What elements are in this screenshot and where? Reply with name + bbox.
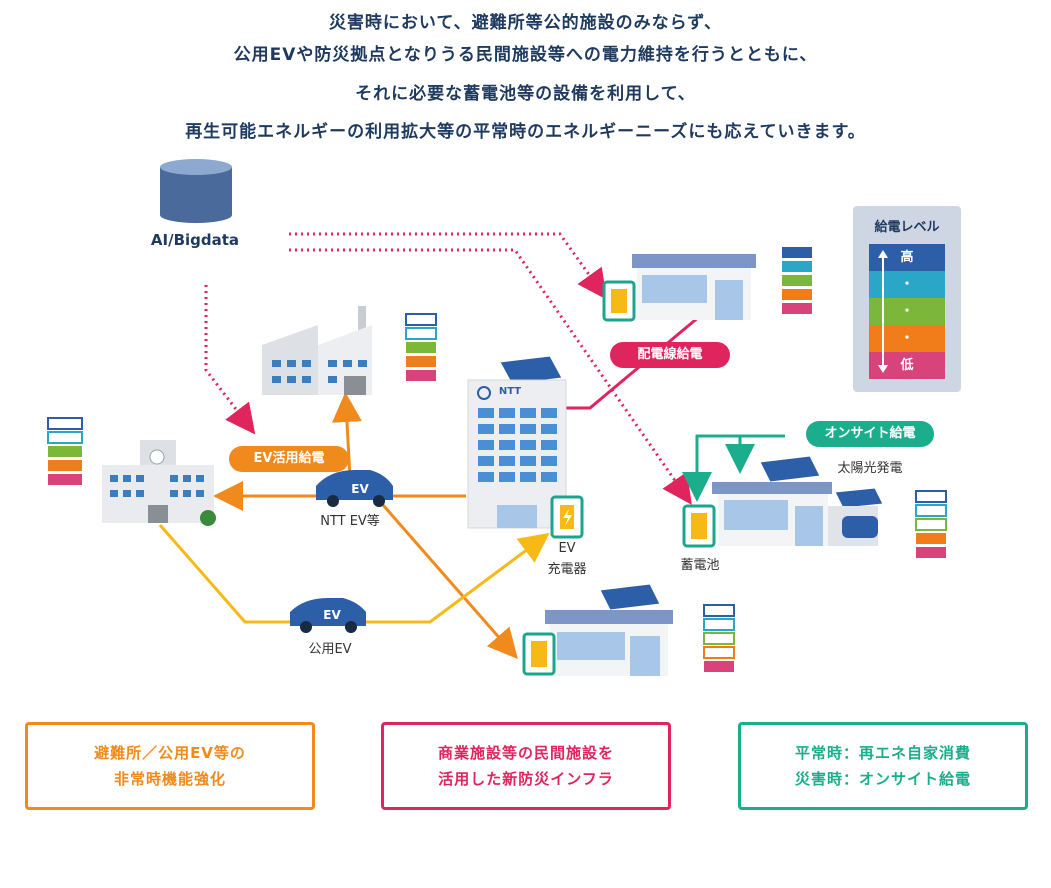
grid-supply-pill: 配電線給電 xyxy=(610,342,730,368)
factory-icon xyxy=(262,306,372,395)
box-onsite: 平常時：再エネ自家消費 災害時：オンサイト給電 xyxy=(738,722,1028,810)
public-ev-label: 公用EV xyxy=(308,642,352,657)
battery-level-school xyxy=(47,417,83,485)
header-line-4: 再生可能エネルギーの利用拡大等の平常時のエネルギーニーズにも応えていきます。 xyxy=(185,122,866,142)
level-legend-panel: 給電レベル 高 ・ ・ ・ 低 xyxy=(853,206,961,392)
box-commercial: 商業施設等の民間施設を 活用した新防災インフラ xyxy=(381,722,671,810)
ev-charger-label-1: EV xyxy=(558,541,576,556)
onsite-supply-lines xyxy=(682,434,785,502)
box-commercial-line1: 商業施設等の民間施設を xyxy=(437,744,614,762)
ev-supply-pill: EV活用給電 xyxy=(229,446,349,472)
supermarket-icon xyxy=(522,583,673,676)
ev-car-text: EV xyxy=(351,482,369,496)
storage-battery-label: 蓄電池 xyxy=(680,558,720,573)
dotted-control-lines xyxy=(204,232,692,505)
box-evacuation-line1: 避難所／公用EV等の xyxy=(94,744,246,762)
level-bar-2: ・ xyxy=(869,271,945,298)
database-icon xyxy=(160,159,232,223)
header-line-2: 公用EVや防災拠点となりうる民間施設等への電力維持を行うとともに、 xyxy=(233,45,818,65)
solar-power-label: 太陽光発電 xyxy=(837,461,903,476)
box-commercial-line2: 活用した新防災インフラ xyxy=(438,770,614,788)
header-line-1: 災害時において、避難所等公的施設のみならず、 xyxy=(328,13,723,33)
box-evacuation: 避難所／公用EV等の 非常時機能強化 xyxy=(25,722,315,810)
ntt-logo-label: NTT xyxy=(498,386,522,397)
box-onsite-line2: 災害時：オンサイト給電 xyxy=(794,770,971,788)
ev-charger-label-2: 充電器 xyxy=(547,562,587,577)
header-line-3: それに必要な蓄電池等の設備を利用して、 xyxy=(355,84,696,104)
battery-level-store xyxy=(782,247,812,314)
ai-bigdata-label: AI/Bigdata xyxy=(150,231,240,249)
level-bar-3: ・ xyxy=(869,298,945,325)
battery-level-factory xyxy=(405,313,437,381)
house-icon xyxy=(682,455,884,548)
battery-level-supermarket xyxy=(703,604,735,672)
box-evacuation-line2: 非常時機能強化 xyxy=(113,770,226,788)
level-bar-4: ・ xyxy=(869,325,945,352)
ev-charger-icon xyxy=(550,495,584,539)
public-ev-car-text: EV xyxy=(323,608,341,622)
onsite-supply-pill: オンサイト給電 xyxy=(806,421,934,447)
convenience-store-icon xyxy=(602,254,756,322)
battery-level-house xyxy=(915,490,947,558)
public-ev-car-icon xyxy=(290,598,366,633)
box-onsite-line1: 平常時：再エネ自家消費 xyxy=(794,744,971,762)
ntt-building-icon xyxy=(467,355,567,529)
level-legend-title: 給電レベル xyxy=(874,220,940,235)
level-arrow-icon xyxy=(878,250,888,373)
ntt-ev-label: NTT EV等 xyxy=(320,514,380,529)
school-icon xyxy=(102,440,216,526)
ntt-ev-car-icon xyxy=(316,470,393,507)
